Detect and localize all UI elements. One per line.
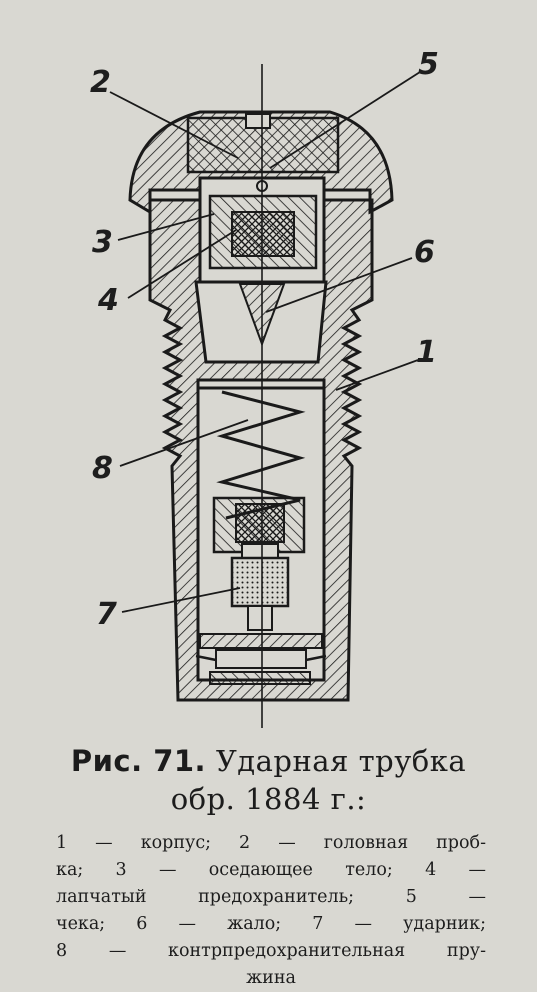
settling-core	[231, 211, 295, 257]
primer-wings	[195, 654, 327, 662]
legend-line: лапчатый предохранитель; 5 —	[56, 887, 486, 907]
striker-neck	[241, 543, 279, 559]
callout-3: 3	[92, 225, 113, 260]
striker	[230, 556, 290, 608]
legend-line: 8 — контрпредохранительная пру-	[56, 941, 486, 961]
callout-4: 4	[97, 283, 119, 318]
figure-number: Рис. 71.	[70, 744, 207, 778]
primer-cup	[215, 649, 307, 669]
plug-slot	[245, 113, 271, 129]
bottom-seal	[209, 671, 311, 685]
head-plug	[186, 116, 340, 174]
callout-2: 2	[90, 65, 111, 100]
legend-line: 1 — корпус; 2 — головная проб-	[56, 833, 486, 853]
striker-stem	[247, 605, 273, 631]
legend-line: ка; 3 — оседающее тело; 4 —	[56, 860, 486, 880]
leader-lines	[109, 71, 421, 613]
fuze-diagram: 2 5 3 6 4 1 8 7	[90, 47, 439, 728]
callout-6: 6	[414, 235, 435, 270]
figure-legend: 1 — корпус; 2 — головная проб- ка; 3 — о…	[56, 830, 486, 992]
callout-8: 8	[92, 451, 113, 486]
callout-1: 1	[416, 335, 437, 370]
legend-line: жина	[246, 968, 296, 988]
figure-title-line2: обр. 1884 г.:	[170, 782, 367, 816]
figure-title: Ударная трубка	[215, 744, 467, 778]
base-plate	[199, 633, 323, 649]
figure-caption: Рис. 71. Ударная трубка обр. 1884 г.:	[0, 742, 537, 818]
callout-7: 7	[96, 597, 117, 632]
striker-holder-core	[235, 503, 285, 543]
callout-5: 5	[418, 47, 439, 82]
legend-line: чека; 6 — жало; 7 — ударник;	[56, 914, 486, 934]
